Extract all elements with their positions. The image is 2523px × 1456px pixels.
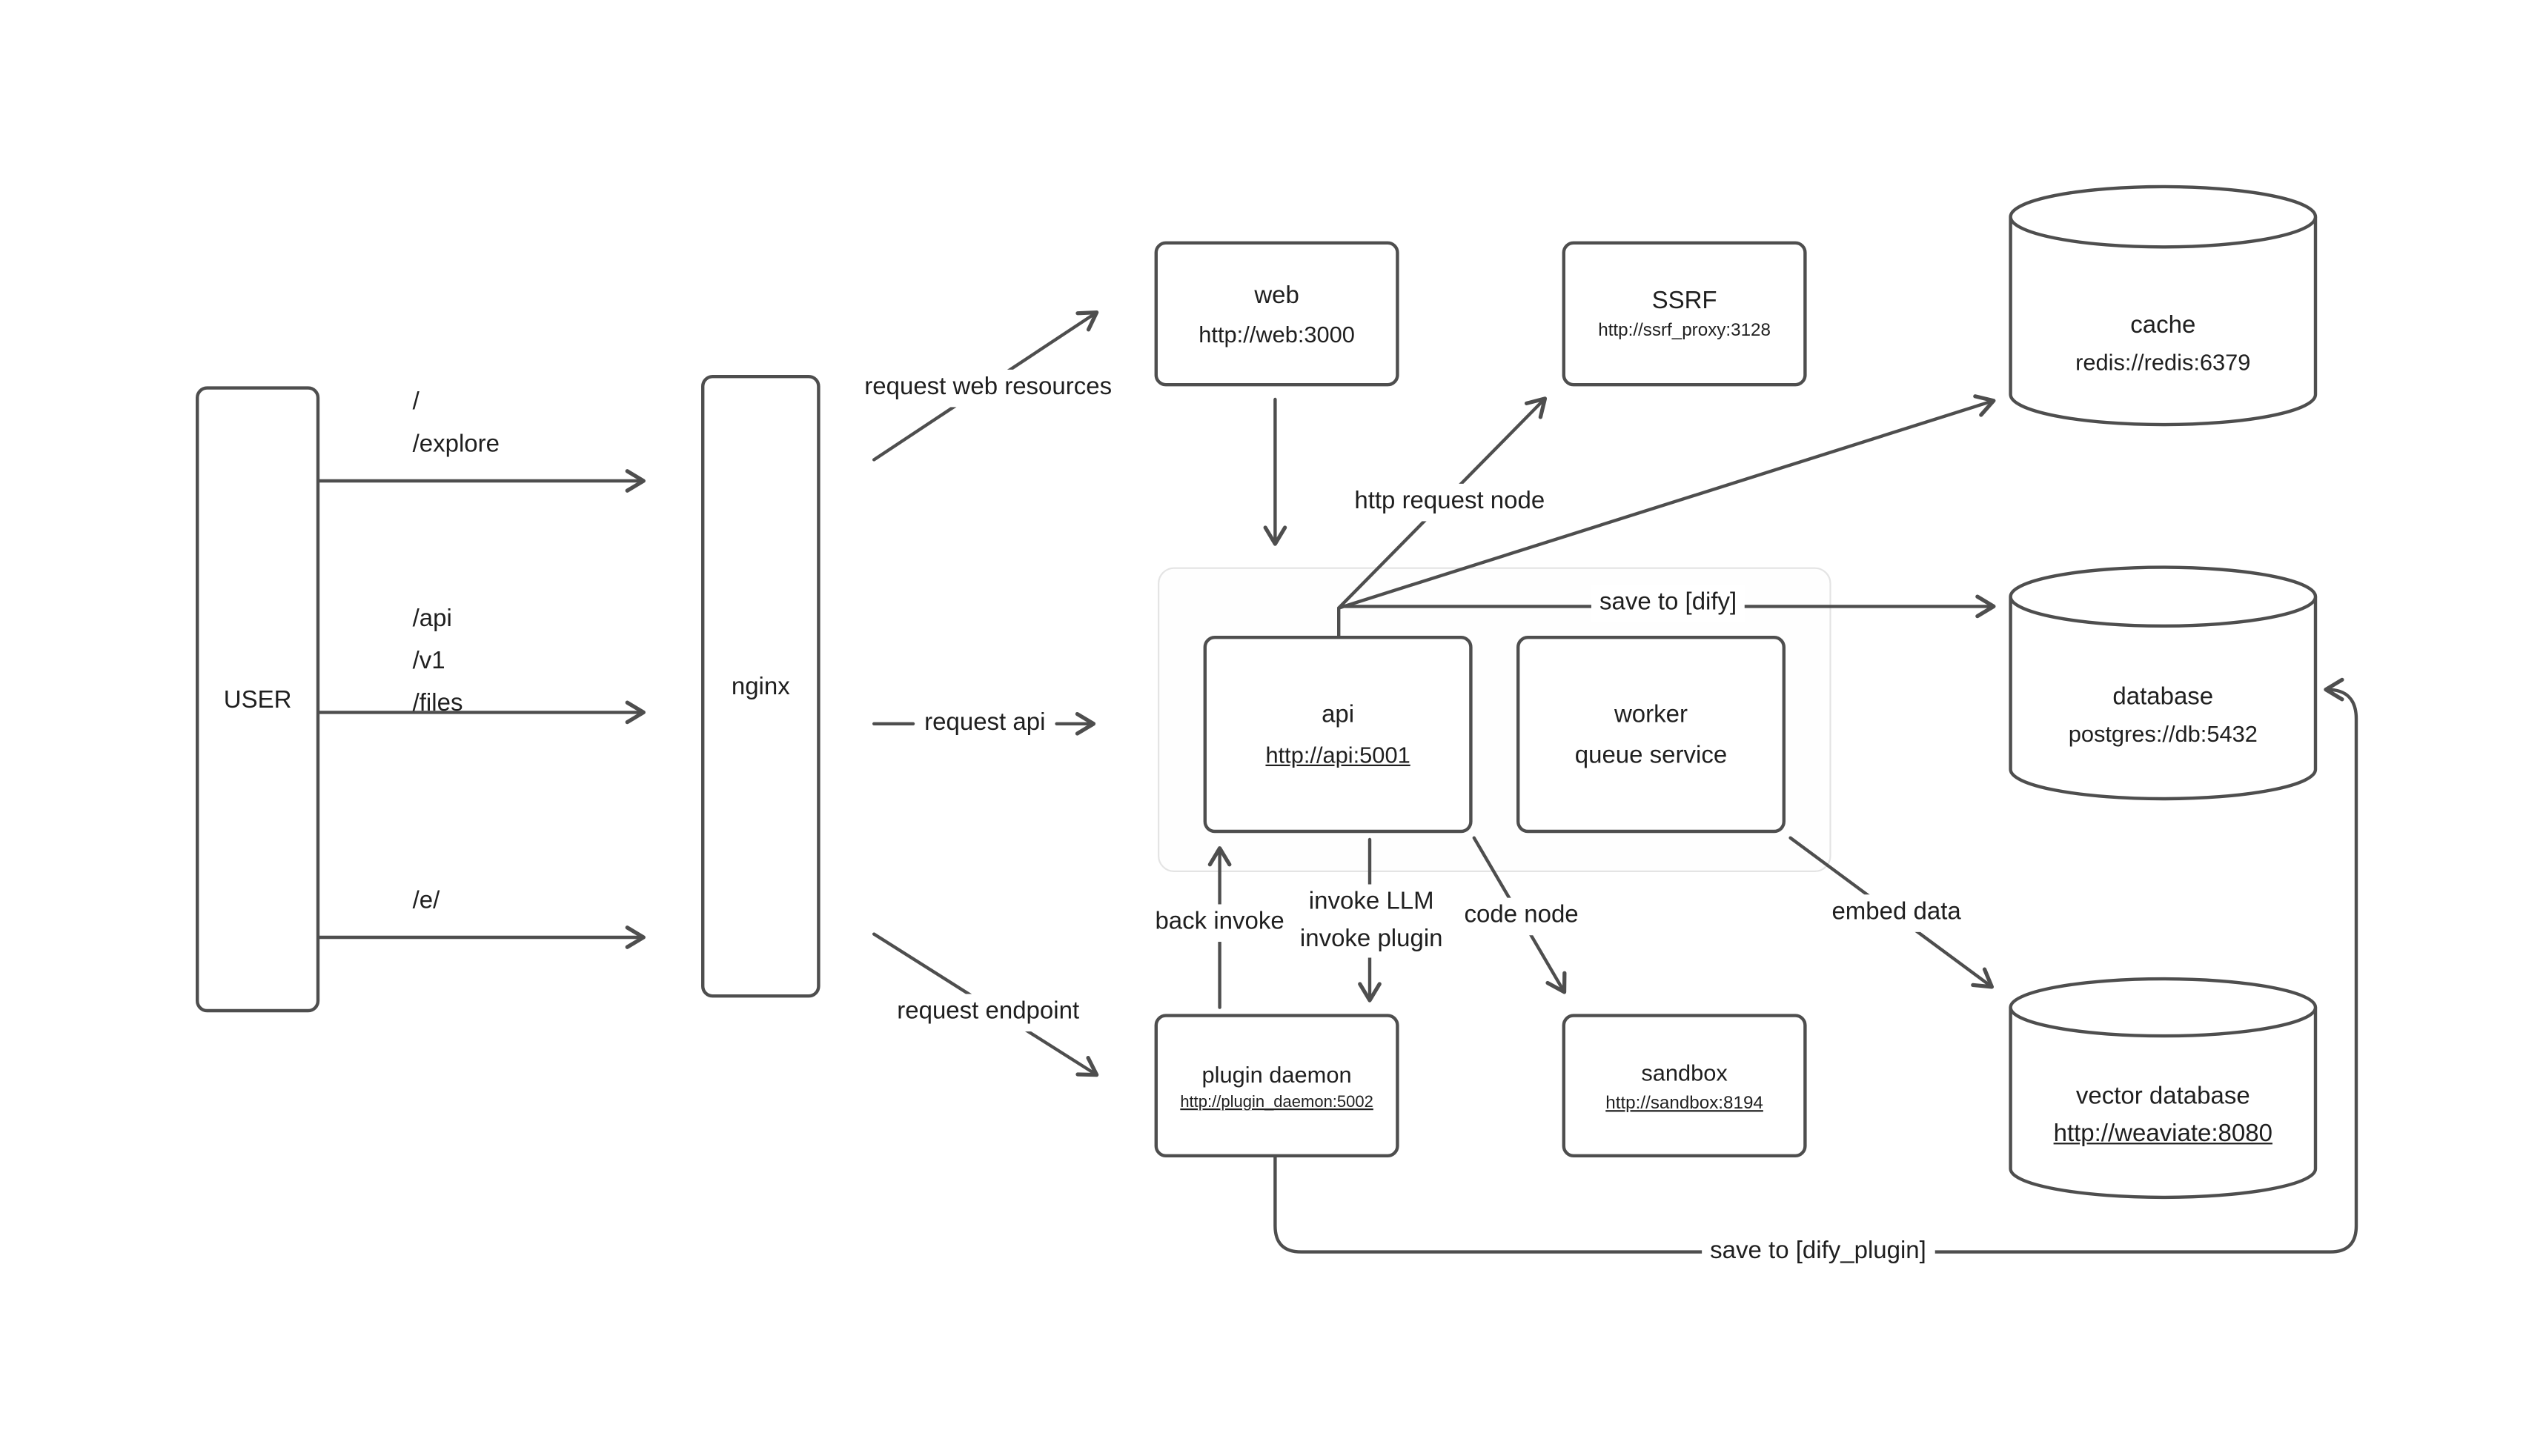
node-web-url: http://web:3000	[1198, 320, 1355, 347]
edge-label-save-to-dify: save to [dify]	[1591, 585, 1745, 622]
node-sandbox-url-link[interactable]: http://sandbox:8194	[1605, 1093, 1763, 1113]
node-database-title: database	[2112, 682, 2214, 711]
node-ssrf-title: SSRF	[1651, 287, 1717, 315]
edge-label-embed-data: embed data	[1823, 894, 1969, 931]
node-ssrf-url: http://ssrf_proxy:3128	[1598, 321, 1771, 341]
node-api-url-link[interactable]: http://api:5001	[1265, 742, 1410, 768]
node-worker-subtitle: queue service	[1574, 740, 1728, 769]
vector-database-cylinder-top	[2009, 977, 2318, 1038]
node-cache-title: cache	[2130, 311, 2196, 339]
edge-label-request-api: request api	[916, 705, 1054, 742]
vector-database-cylinder	[2009, 1007, 2318, 1200]
edge-label-invoke: invoke LLM invoke plugin	[1291, 884, 1451, 958]
route-label-api: /api /v1 /files	[413, 598, 463, 724]
node-sandbox-title: sandbox	[1641, 1058, 1728, 1086]
node-user-label: USER	[223, 685, 292, 714]
node-plugin-daemon: plugin daemon http://plugin_daemon:5002	[1154, 1014, 1399, 1157]
edge-label-code-node: code node	[1456, 897, 1587, 935]
node-vector-database: vector database http://weaviate:8080	[2011, 1079, 2315, 1152]
node-sandbox: sandbox http://sandbox:8194	[1562, 1014, 1807, 1157]
edge-label-request-endpoint: request endpoint	[889, 994, 1088, 1031]
edge-label-request-web-resources: request web resources	[856, 369, 1121, 407]
node-nginx-label: nginx	[731, 672, 790, 700]
node-web-title: web	[1254, 281, 1299, 309]
edge-label-save-to-dify-plugin: save to [dify_plugin]	[1702, 1233, 1934, 1271]
node-plugin-daemon-url-link[interactable]: http://plugin_daemon:5002	[1180, 1093, 1373, 1111]
node-worker: worker queue service	[1516, 636, 1786, 834]
route-root-line2: /explore	[412, 430, 500, 458]
edge-label-back-invoke: back invoke	[1147, 904, 1293, 941]
edge-plugin-daemon-database	[1273, 677, 2358, 1254]
node-vector-database-url-link[interactable]: http://weaviate:8080	[2053, 1119, 2272, 1147]
edge-api-cache	[1337, 394, 1996, 610]
node-cache-url: redis://redis:6379	[2075, 348, 2251, 374]
route-label-root: / /explore	[413, 382, 500, 466]
route-api-line3: /files	[412, 688, 463, 717]
node-api: api http://api:5001	[1203, 636, 1473, 834]
node-vector-database-title: vector database	[2075, 1082, 2250, 1111]
route-api-line2: /v1	[412, 646, 445, 675]
node-api-title: api	[1322, 701, 1355, 729]
node-user: USER	[196, 386, 320, 1013]
route-e-line1: /e/	[412, 886, 440, 915]
route-label-e: /e/	[413, 880, 440, 923]
cache-cylinder-top	[2009, 185, 2318, 249]
node-cache: cache redis://redis:6379	[2011, 308, 2315, 379]
node-nginx: nginx	[701, 375, 820, 998]
route-api-line1: /api	[412, 605, 452, 633]
edge-label-http-request-node: http request node	[1346, 483, 1554, 521]
node-plugin-daemon-title: plugin daemon	[1201, 1060, 1352, 1087]
node-database: database postgres://db:5432	[2011, 679, 2315, 751]
database-cylinder-top	[2009, 565, 2318, 628]
node-ssrf-proxy: SSRF http://ssrf_proxy:3128	[1562, 241, 1807, 387]
node-database-url: postgres://db:5432	[2068, 719, 2258, 746]
database-cylinder	[2009, 596, 2318, 801]
edge-label-invoke-llm: invoke LLM	[1308, 887, 1434, 916]
node-worker-title: worker	[1614, 699, 1688, 728]
edge-label-invoke-plugin: invoke plugin	[1299, 924, 1443, 952]
route-root-line1: /	[412, 388, 420, 416]
cache-cylinder	[2009, 216, 2318, 427]
node-web: web http://web:3000	[1154, 241, 1399, 387]
